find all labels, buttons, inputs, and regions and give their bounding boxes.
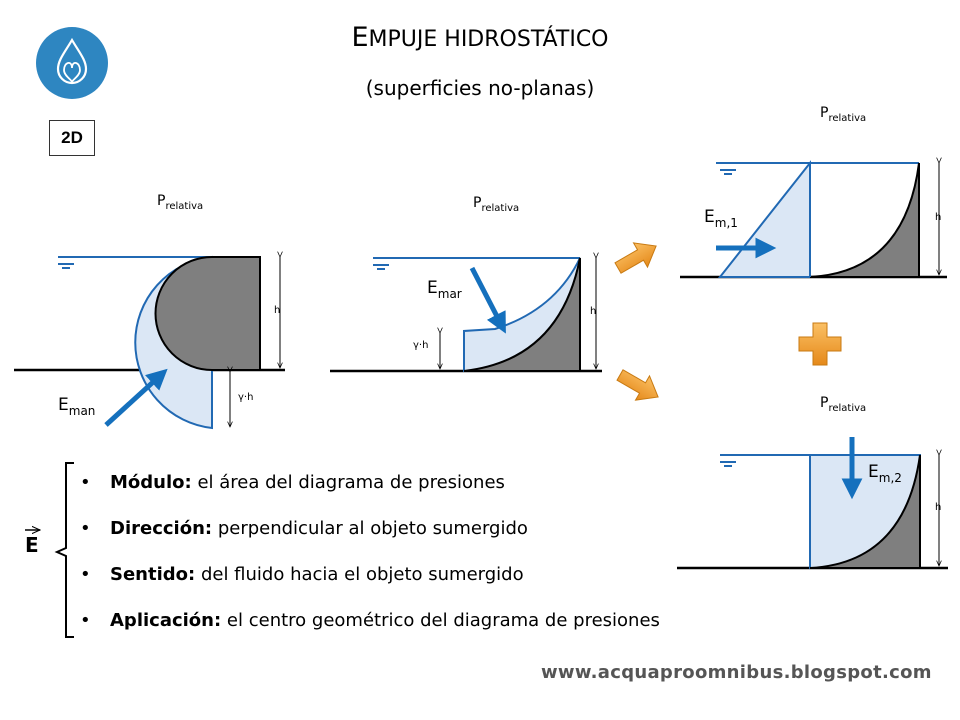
decomposition-arrow-up-icon: [614, 242, 657, 274]
pressure-label-3: Prelativa: [820, 105, 867, 124]
diagram-curved-wall-semicircle: [14, 257, 285, 430]
water-surface-icon: [373, 264, 389, 270]
water-drop-logo-icon: [36, 27, 108, 99]
pressure-label-4: Prelativa: [820, 395, 867, 414]
list-item: Dirección: perpendicular al objeto sumer…: [80, 516, 660, 562]
force-label-mar: Emar: [427, 278, 462, 301]
list-item: Sentido: del fluido hacia el objeto sume…: [80, 562, 660, 608]
water-surface-icon: [720, 461, 736, 467]
list-item: Aplicación: el centro geométrico del dia…: [80, 608, 660, 654]
dimension-badge: 2D: [49, 120, 95, 156]
height-label: h: [590, 306, 597, 317]
diagram-vertical-component: [677, 437, 948, 570]
force-label-m2: Em,2: [868, 462, 902, 485]
properties-list: Módulo: el área del diagrama de presione…: [80, 470, 660, 654]
pressure-label-2: Prelativa: [473, 195, 520, 214]
plus-icon: [798, 322, 842, 366]
water-surface-icon: [58, 263, 74, 269]
bracket-brace: [54, 462, 74, 638]
force-vector-symbol: E: [25, 533, 39, 557]
footer-url: www.acquaproomnibus.blogspot.com: [541, 662, 932, 683]
diagram-horizontal-component: [680, 163, 947, 279]
height-label: h: [935, 212, 942, 223]
force-label-m1: Em,1: [704, 207, 738, 230]
height-label: h: [274, 305, 281, 316]
force-label-man: Eman: [58, 395, 96, 418]
decomposition-arrow-down-icon: [616, 369, 659, 401]
pressure-gamma-h-label: γ·h: [238, 392, 254, 403]
list-item: Módulo: el área del diagrama de presione…: [80, 470, 660, 516]
page-subtitle: (superficies no-planas): [365, 76, 595, 100]
page-title: EMPUJE HIDROSTÁTICO: [351, 22, 609, 53]
height-label: h: [935, 502, 942, 513]
diagram-curved-wall-concave: [330, 258, 602, 373]
pressure-label-1: Prelativa: [157, 193, 204, 212]
water-surface-icon: [720, 169, 736, 175]
pressure-gamma-h-label: γ·h: [413, 340, 429, 351]
